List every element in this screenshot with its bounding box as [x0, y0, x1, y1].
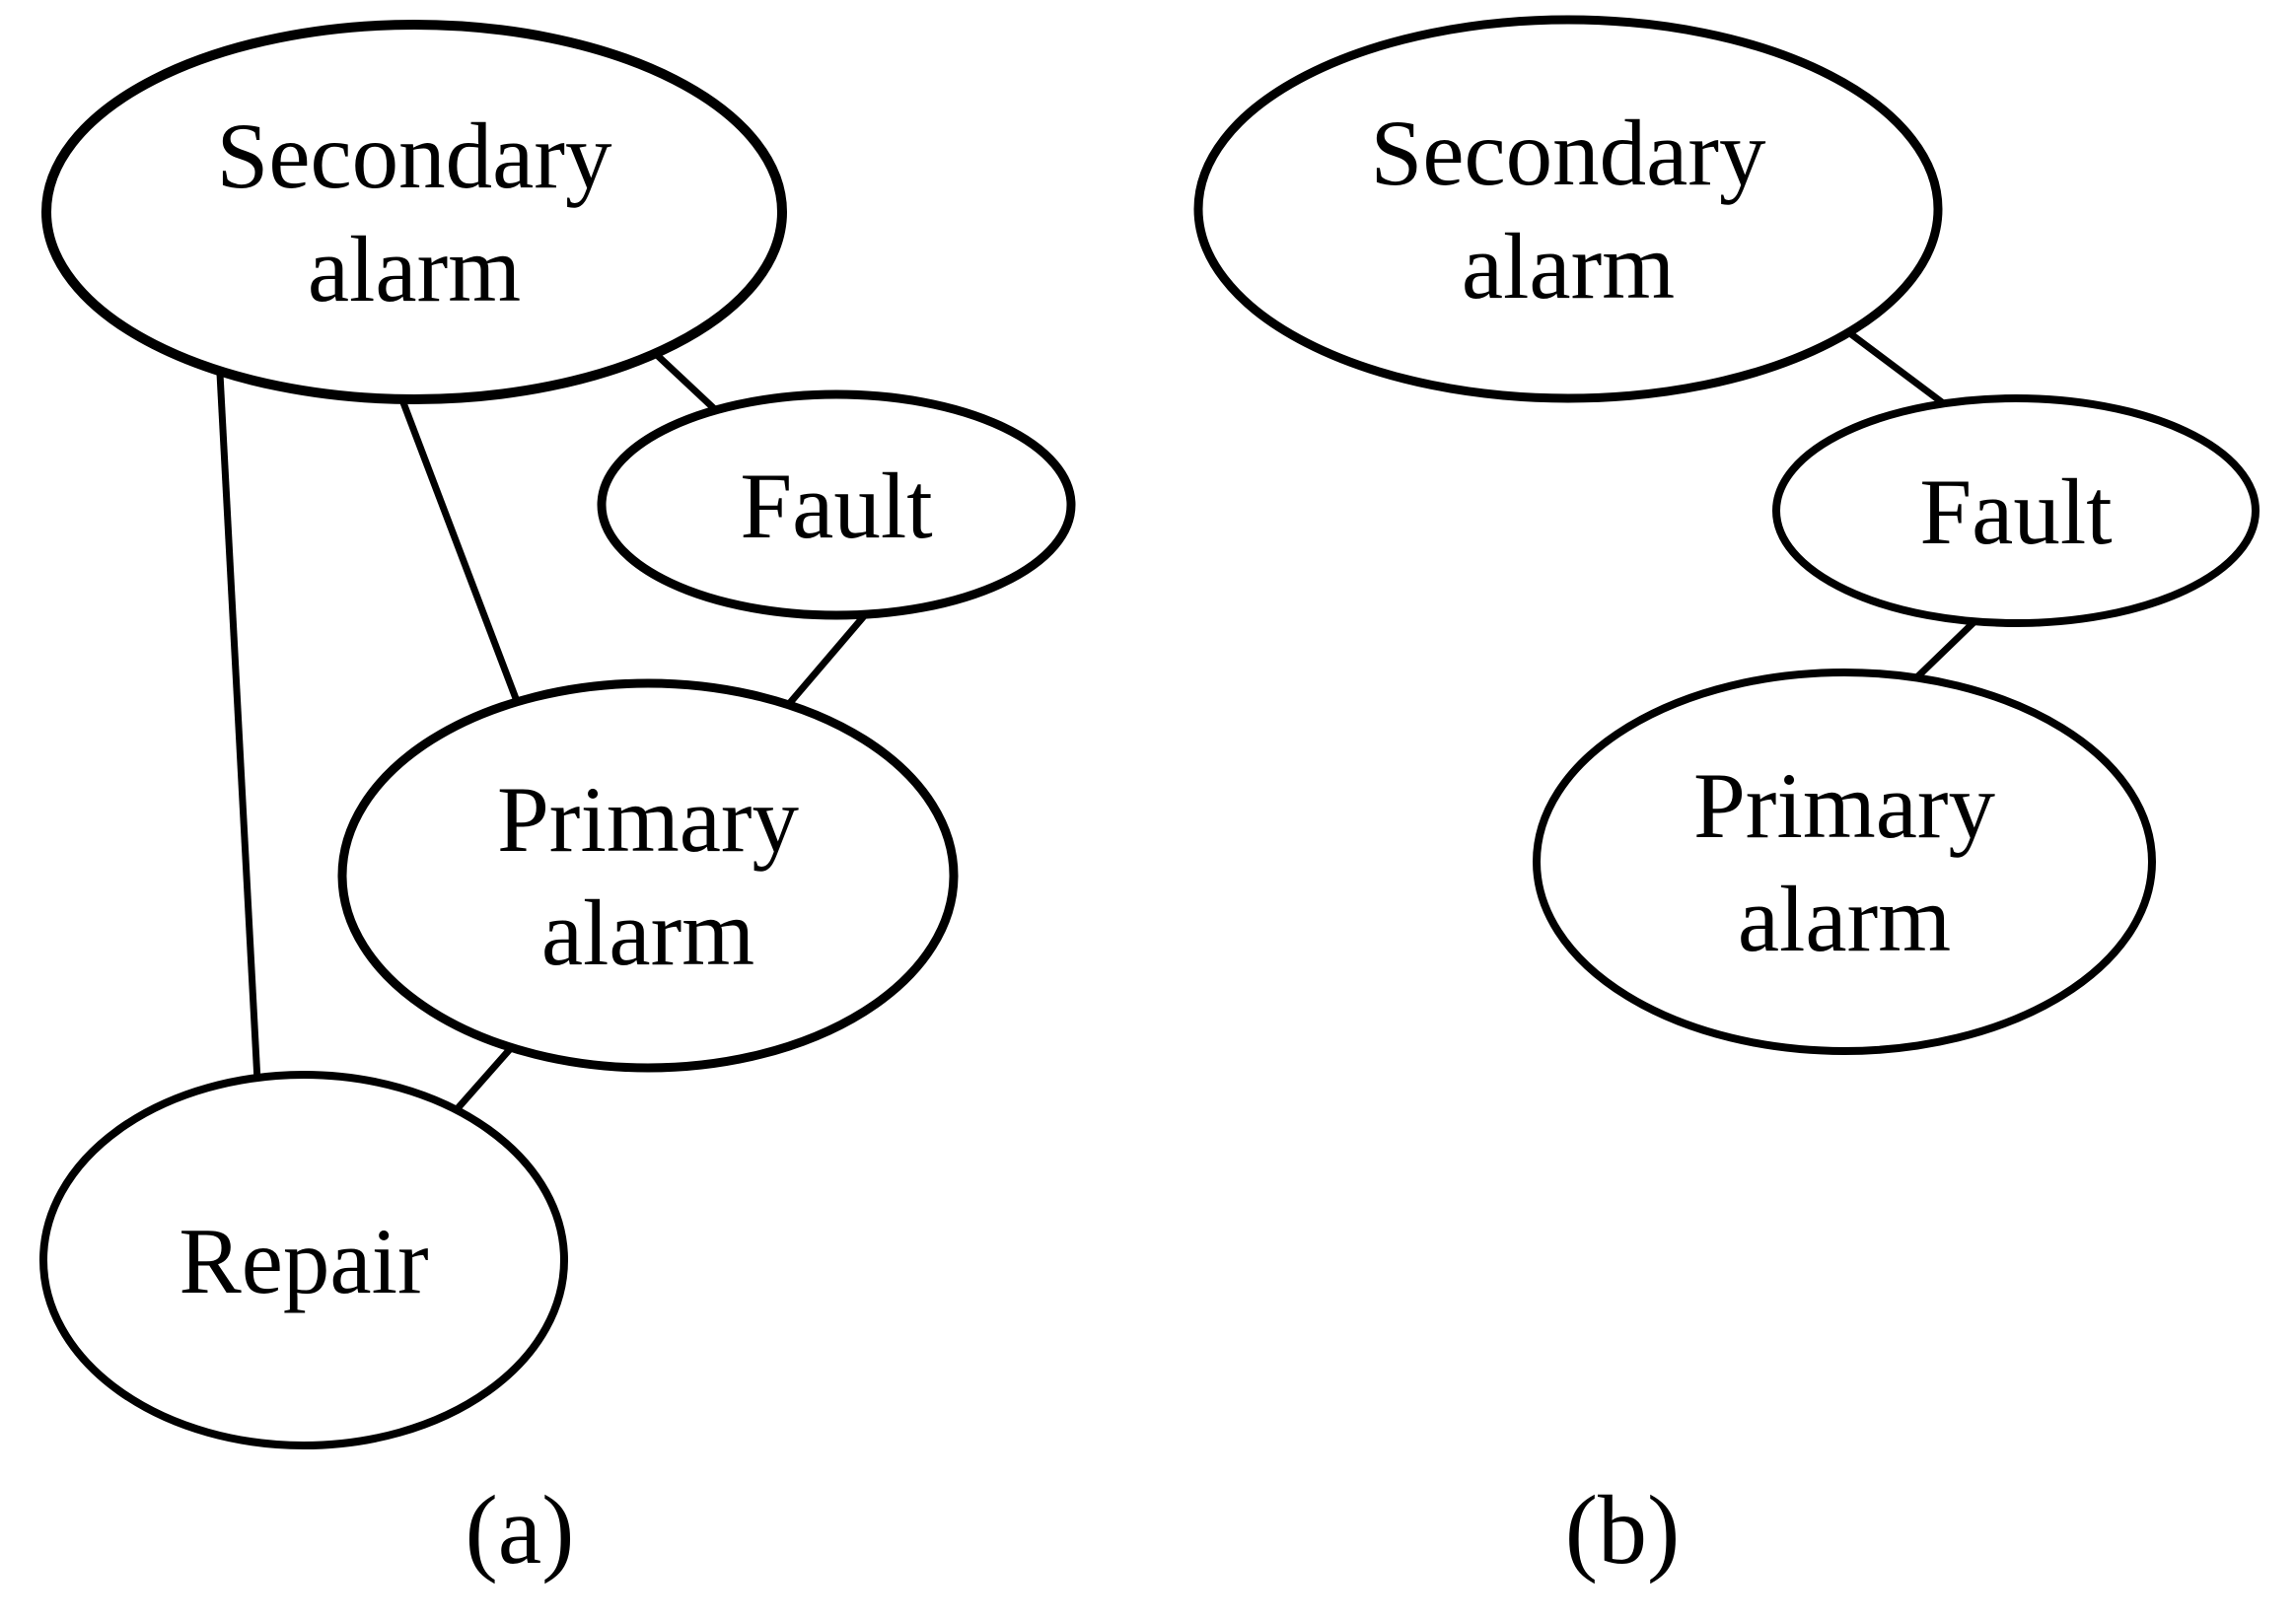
- node-secondary-alarm-b: Secondary alarm: [1193, 15, 1943, 403]
- node-secondary-alarm-a-ellipse: [41, 20, 787, 404]
- node-secondary-alarm-a: Secondary alarm: [41, 20, 787, 404]
- node-secondary-alarm-a-label-line1: Secondary: [217, 104, 612, 208]
- node-repair-a-ellipse: [39, 1071, 568, 1449]
- node-secondary-alarm-b-ellipse: [1193, 15, 1943, 403]
- edge-secondary-alarm-primary-alarm-a: [393, 383, 532, 732]
- node-primary-alarm-a-label-line1: Primary: [497, 767, 800, 872]
- panel-b: Secondary alarm Fault Primary alarm (b): [1193, 15, 2260, 1585]
- node-secondary-alarm-a-label-line2: alarm: [308, 217, 521, 321]
- node-fault-a: Fault: [597, 389, 1076, 620]
- node-primary-alarm-a: Primary alarm: [337, 678, 959, 1073]
- node-primary-alarm-b-ellipse: [1533, 669, 2156, 1055]
- node-primary-alarm-a-ellipse: [337, 678, 959, 1073]
- edge-secondary-alarm-repair-a: [215, 354, 262, 1100]
- panel-a: Secondary alarm Fault Primary alarm Repa…: [39, 20, 1076, 1585]
- node-fault-a-label: Fault: [740, 454, 932, 558]
- node-fault-b-ellipse: [1772, 394, 2260, 627]
- node-primary-alarm-b-label-line1: Primary: [1693, 753, 1996, 858]
- node-secondary-alarm-b-label-line1: Secondary: [1371, 101, 1766, 205]
- panel-a-caption: (a): [466, 1475, 575, 1585]
- panel-b-caption: (b): [1565, 1475, 1681, 1585]
- node-repair-a: Repair: [39, 1071, 568, 1449]
- node-fault-b: Fault: [1772, 394, 2260, 627]
- node-fault-b-label: Fault: [1919, 459, 2112, 564]
- node-primary-alarm-a-label-line2: alarm: [541, 880, 754, 985]
- node-repair-a-label: Repair: [179, 1209, 428, 1313]
- node-primary-alarm-b: Primary alarm: [1533, 669, 2156, 1055]
- node-fault-a-ellipse: [597, 389, 1076, 620]
- node-secondary-alarm-b-label-line2: alarm: [1462, 214, 1675, 318]
- node-primary-alarm-b-label-line2: alarm: [1738, 867, 1951, 971]
